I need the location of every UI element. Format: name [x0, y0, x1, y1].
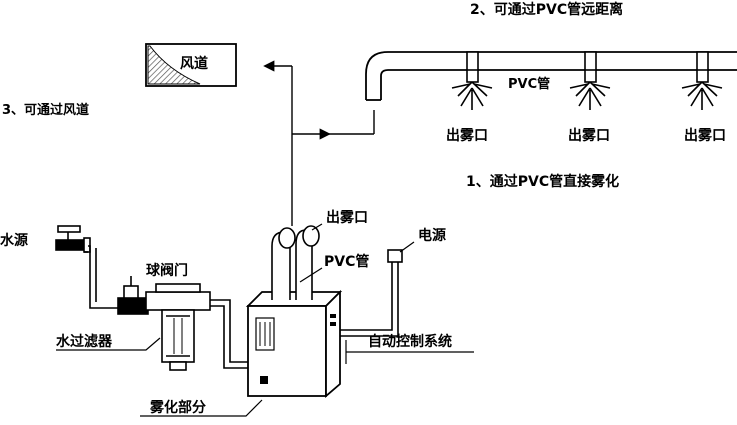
label-auto-control: 自动控制系统 — [368, 333, 452, 350]
label-outlet-3: 出雾口 — [684, 127, 726, 144]
mist-flow-lines — [263, 60, 375, 226]
water-pipe — [84, 245, 120, 309]
nozzle-2 — [569, 51, 611, 110]
ball-valve — [117, 276, 149, 315]
nozzle-3 — [681, 51, 723, 110]
machine-outlet-pipes — [271, 225, 320, 300]
label-water-filter: 水过滤器 — [56, 333, 113, 350]
label-duct: 风道 — [180, 55, 208, 72]
auto-control-leader — [345, 340, 474, 364]
water-filter — [145, 283, 211, 371]
label-atomizing-leader — [140, 399, 263, 417]
air-duct: 风道 — [145, 43, 237, 87]
power-cable — [340, 249, 403, 337]
filter-to-machine-pipe — [210, 299, 260, 369]
power-leader — [399, 241, 415, 253]
label-pvc-pipe-top: PVC管 — [508, 76, 550, 92]
label-pvc-pipe-machine: PVC管 — [324, 253, 369, 270]
nozzle-1 — [451, 51, 493, 110]
label-power: 电源 — [418, 227, 446, 244]
label-outlet-machine: 出雾口 — [326, 209, 368, 226]
label-outlet-2: 出雾口 — [568, 127, 610, 144]
label-outlet-1: 出雾口 — [446, 127, 488, 144]
water-faucet — [55, 225, 91, 253]
label-pvc-long-distance: 2、可通过PVC管远距离 — [470, 1, 623, 18]
label-water-filter-leader — [56, 337, 161, 351]
label-direct-atomize: 1、通过PVC管直接雾化 — [466, 173, 619, 190]
label-ball-valve: 球阀门 — [146, 262, 188, 279]
outlet-machine-leader — [299, 223, 323, 283]
pvc-pipe-network — [365, 51, 737, 101]
label-atomizing-part: 雾化部分 — [149, 399, 206, 416]
label-water-source: 水源 — [0, 232, 28, 249]
humidifier-machine — [245, 289, 343, 398]
label-via-duct: 3、可通过风道 — [2, 102, 89, 118]
